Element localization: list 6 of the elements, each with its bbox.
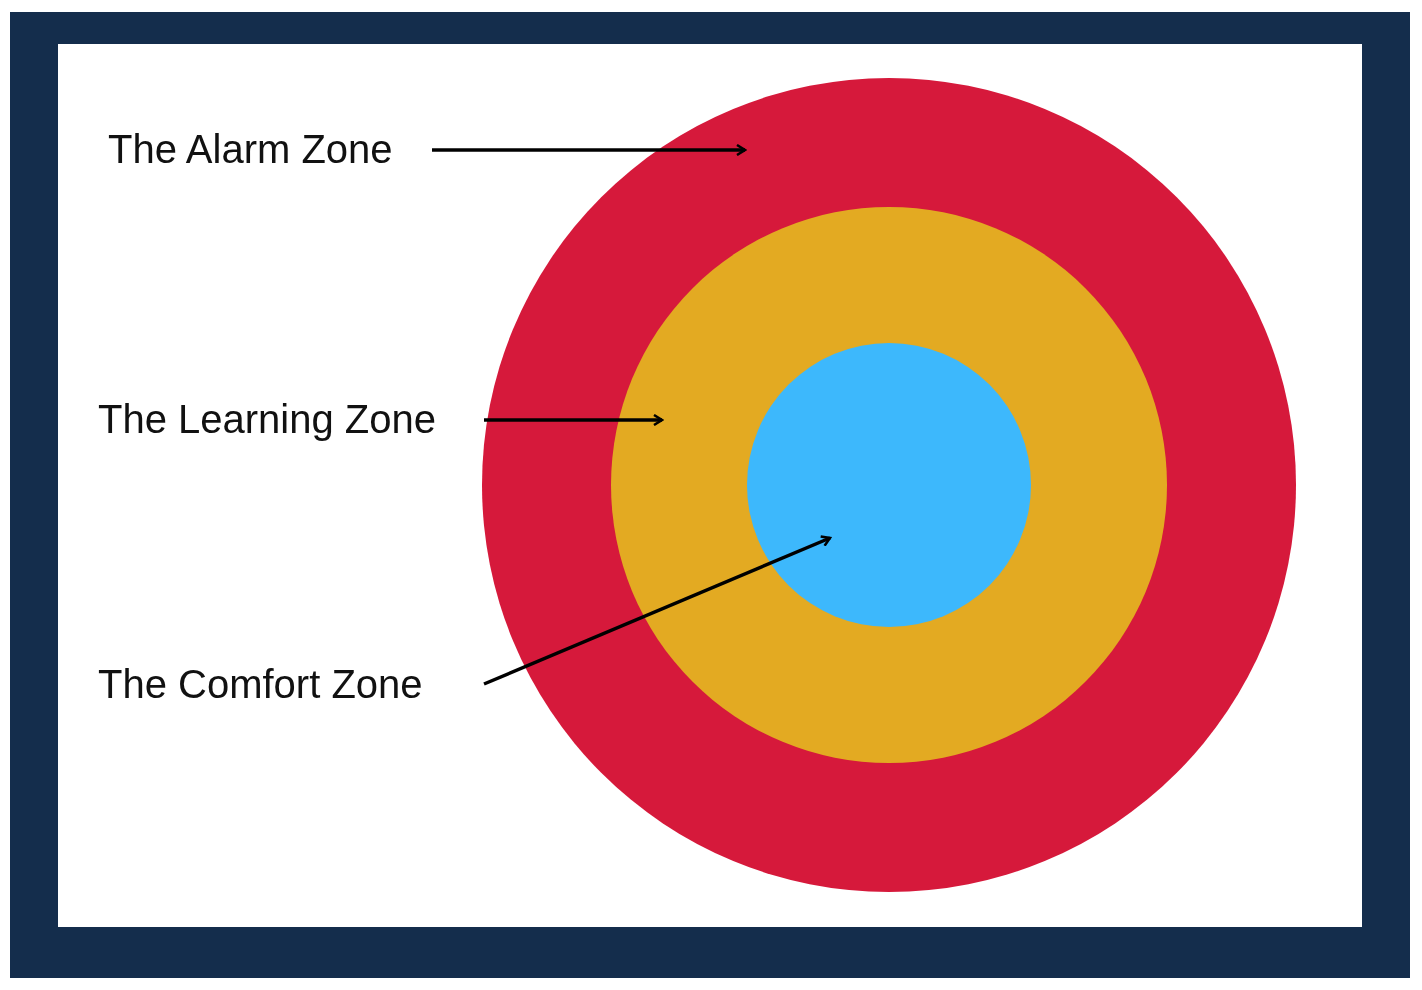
zone-label: The Alarm Zone [108,125,393,173]
leader-line [432,143,747,157]
zone-label: The Learning Zone [98,395,436,443]
leader-line [483,535,832,686]
zone-label: The Comfort Zone [98,660,423,708]
leader-line [484,413,664,427]
